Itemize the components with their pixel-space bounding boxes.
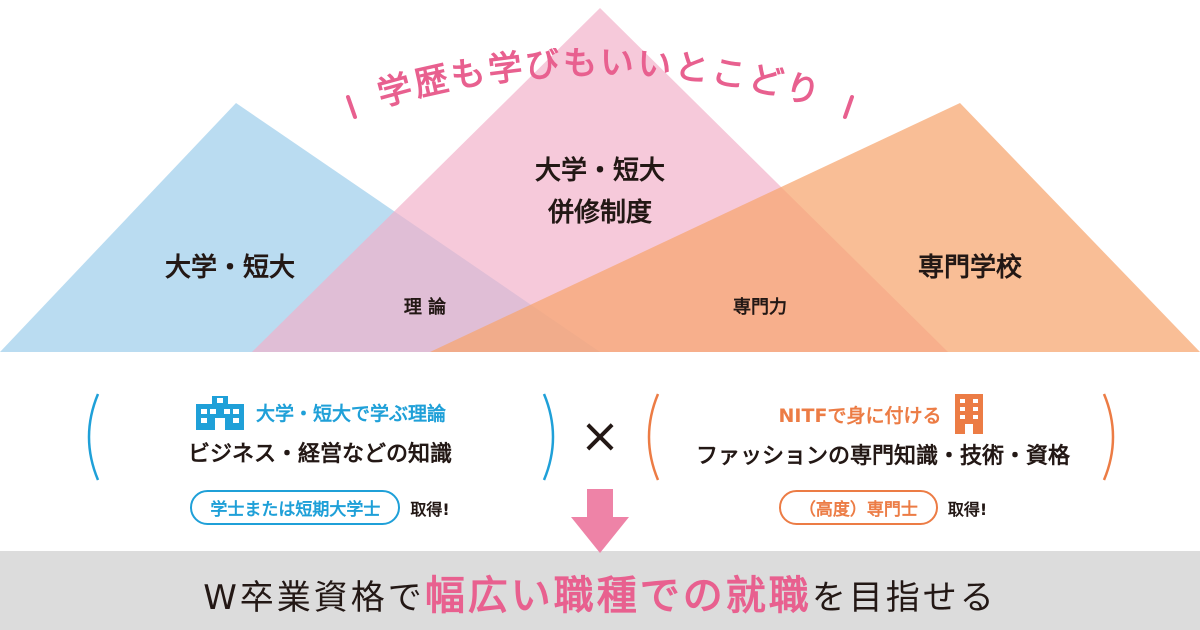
headline-slash-right xyxy=(843,95,854,119)
label-vocational: 専門学校 xyxy=(917,253,1022,283)
down-arrow-icon xyxy=(571,489,629,553)
left-box-open-paren xyxy=(87,393,100,481)
right-qualification: （高度）専門士取得! xyxy=(668,490,1098,525)
right-box-heading: NITFで身に付ける xyxy=(668,394,1098,434)
right-info-box: NITFで身に付ける ファッションの専門知識・技術・資格 xyxy=(668,394,1098,470)
left-box-title: 大学・短大で学ぶ理論 xyxy=(255,402,446,425)
svg-text:学歴も学びもいいとこどり: 学歴も学びもいいとこどり xyxy=(373,48,826,115)
label-theory: 理 論 xyxy=(403,297,447,318)
label-combined-line2: 併修制度 xyxy=(547,198,652,228)
right-box-close-paren xyxy=(1102,393,1115,481)
headline: 学歴も学びもいいとこどり xyxy=(373,48,826,115)
left-box-close-paren xyxy=(542,393,555,481)
label-university: 大学・短大 xyxy=(164,253,295,283)
right-box-open-paren xyxy=(647,393,660,481)
left-box-body: ビジネス・経営などの知識 xyxy=(187,442,452,467)
label-combined: 大学・短大 併修制度 xyxy=(500,150,700,234)
bottom-prefix: W卒業資格で xyxy=(203,578,425,618)
bottom-message: W卒業資格で幅広い職種での就職を目指せる xyxy=(0,563,1200,621)
headline-text: 学歴も学びもいいとこどり xyxy=(373,48,823,115)
bottom-highlight: 幅広い職種での就職 xyxy=(424,573,812,619)
right-box-title: NITFで身に付ける xyxy=(778,404,942,427)
bottom-suffix: を目指せる xyxy=(811,578,997,618)
headline-slash-left xyxy=(346,95,357,119)
school-building-icon xyxy=(195,396,244,430)
left-qualification-pill: 学士または短期大学士 xyxy=(190,490,401,525)
right-qualification-suffix: 取得! xyxy=(947,500,988,519)
label-expertise: 専門力 xyxy=(733,297,787,318)
right-box-body: ファッションの専門知識・技術・資格 xyxy=(695,444,1070,469)
left-qualification: 学士または短期大学士取得! xyxy=(110,490,530,525)
left-qualification-suffix: 取得! xyxy=(410,500,450,519)
right-qualification-pill: （高度）専門士 xyxy=(778,490,938,525)
office-building-icon xyxy=(955,394,984,434)
cross-symbol: × xyxy=(579,408,621,464)
triangle-vocational xyxy=(430,103,1200,352)
left-box-heading: 大学・短大で学ぶ理論 xyxy=(110,394,530,430)
bottom-band xyxy=(0,551,1200,630)
label-combined-line1: 大学・短大 xyxy=(534,156,665,186)
left-info-box: 大学・短大で学ぶ理論 ビジネス・経営などの知識 xyxy=(110,394,530,468)
